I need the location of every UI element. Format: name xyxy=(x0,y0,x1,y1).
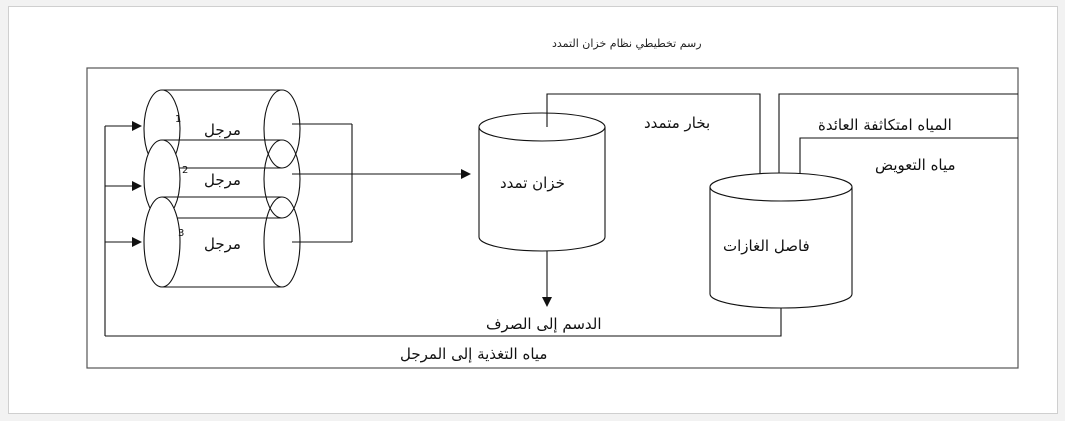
expansion-tank-label: خزان تمدد xyxy=(500,174,565,192)
boiler-outlet-piping xyxy=(292,123,471,243)
blowdown-label: الدسم إلى الصرف xyxy=(486,315,602,333)
makeup-water-label: مياه التعويض xyxy=(875,156,956,174)
gas-separator-label: فاصل الغازات xyxy=(723,237,810,255)
boiler-3 xyxy=(143,196,301,288)
boiler-1-label: مرجل xyxy=(204,121,241,139)
expansion-tank xyxy=(478,112,606,252)
flash-steam-label: بخار متمدد xyxy=(644,114,711,132)
gas-separator xyxy=(709,172,853,309)
diagram-title: رسم تخطيطي نظام خزان التمدد xyxy=(552,37,702,50)
condensate-line xyxy=(774,93,1018,187)
boiler-2-label: مرجل xyxy=(204,171,241,189)
makeup-water-line xyxy=(795,137,1018,187)
boiler-3-number: 3 xyxy=(178,228,185,239)
boiler-3-label: مرجل xyxy=(204,235,241,253)
boiler-2-number: 2 xyxy=(182,165,189,176)
condensate-return-label: المياه امتكاثفة العائدة xyxy=(818,116,952,134)
flash-steam-line xyxy=(546,93,765,187)
boiler-2 xyxy=(143,139,301,219)
boiler-1-number: 1 xyxy=(175,114,182,125)
feedwater-return-label: مياه التغذية إلى المرجل xyxy=(400,345,548,363)
system-border xyxy=(86,67,1019,369)
feedwater-inlets xyxy=(104,121,142,336)
feedwater-return-line xyxy=(105,308,782,337)
